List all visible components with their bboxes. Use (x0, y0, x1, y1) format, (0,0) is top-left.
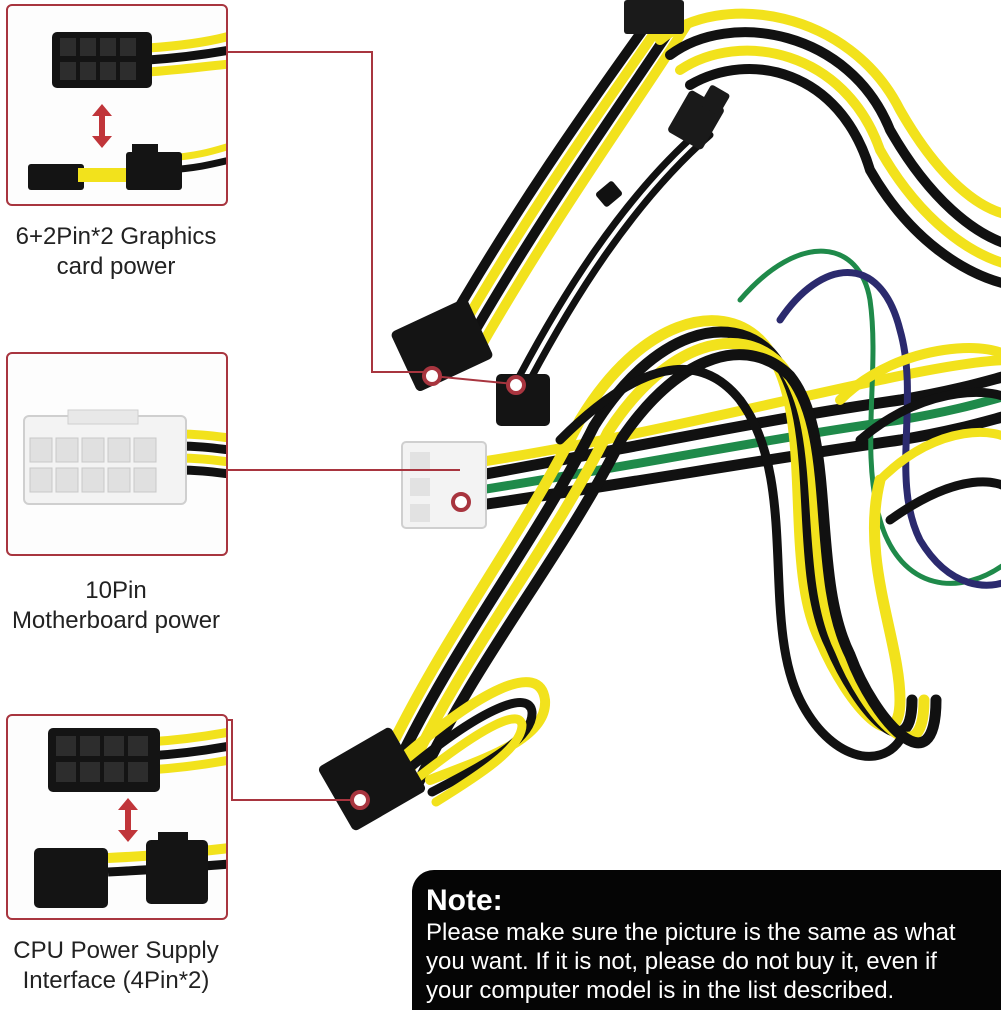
callout-lines (228, 51, 515, 801)
callout-dot-icon (350, 366, 526, 810)
graphics-connector-inset (6, 4, 228, 206)
graphics-connectors (391, 0, 730, 426)
motherboard-connector (401, 441, 487, 529)
cpu-caption: CPU Power Supply Interface (4Pin*2) (0, 936, 232, 996)
motherboard-caption-line2: Motherboard power (11, 607, 221, 634)
note-body: Please make sure the picture is the same… (426, 919, 956, 1004)
graphics-caption: 6+2Pin*2 Graphics card power (0, 222, 232, 282)
graphics-caption-line1: 6+2Pin*2 Graphics (15, 223, 217, 250)
cpu-cable-bundle (374, 315, 942, 807)
motherboard-caption: 10Pin Motherboard power (0, 576, 232, 636)
motherboard-caption-line1: 10Pin (85, 577, 147, 604)
cpu-connector-inset (6, 714, 228, 920)
graphics-cable-bundle (435, 8, 1001, 384)
note-title: Note: (426, 884, 503, 917)
graphics-caption-line2: card power (56, 253, 176, 280)
double-arrow-icon (118, 798, 138, 842)
cpu-connector (318, 727, 426, 831)
note-box: Note: Please make sure the picture is th… (412, 870, 1001, 1010)
cpu-caption-line2: Interface (4Pin*2) (22, 967, 210, 994)
cpu-caption-line1: CPU Power Supply (13, 937, 219, 964)
motherboard-connector-inset (6, 352, 228, 556)
double-arrow-icon (92, 104, 112, 148)
